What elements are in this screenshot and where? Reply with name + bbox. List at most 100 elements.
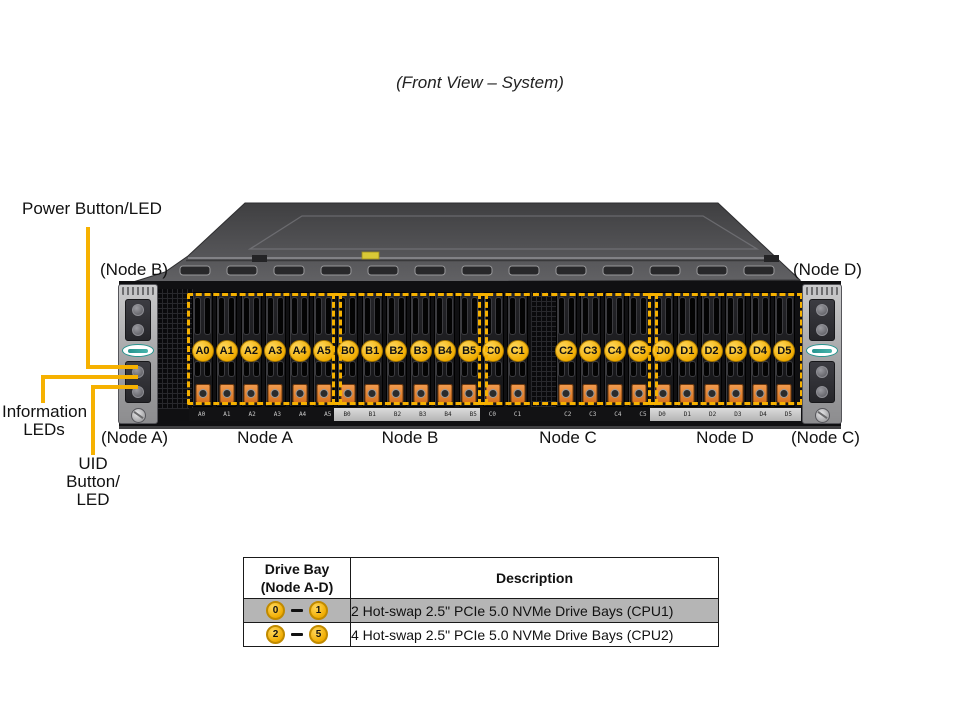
uid-button-label: UID Button/ LED (66, 454, 120, 509)
bay-label-B3: B3 (409, 340, 432, 362)
carrier-vent-slots (460, 297, 479, 335)
strip-bay-label: B3 (419, 411, 427, 418)
strip-bay-label: B4 (444, 411, 452, 418)
drive-carrier-C4: C4 (603, 292, 626, 407)
strip-bay-label: B1 (368, 411, 376, 418)
drive-carrier-D1: D1 (676, 292, 699, 407)
bay-label-B5: B5 (458, 340, 481, 362)
bay-label-C4: C4 (603, 340, 626, 362)
group-box-node-d (647, 293, 803, 405)
bay-label-C5: C5 (627, 340, 650, 362)
bay-label-C3: C3 (579, 340, 602, 362)
node-label-node-b: Node B (381, 428, 439, 447)
bay-label-A3: A3 (264, 340, 287, 362)
bay-label-C2: C2 (555, 340, 578, 362)
drive-carrier-A2: A2 (240, 292, 262, 407)
information-callout-line (41, 375, 138, 379)
power-callout-line (86, 365, 138, 369)
brand-logo (122, 344, 154, 357)
carrier-vent-slots (702, 297, 721, 335)
bay-label-A2: A2 (240, 340, 262, 362)
carrier-vent-slots (726, 297, 745, 335)
carrier-vent-slots (387, 361, 406, 377)
carrier-vent-slots (775, 297, 794, 335)
drive-carrier-C5: C5 (627, 292, 650, 407)
bay-label-D3: D3 (724, 340, 747, 362)
carrier-vent-slots (363, 297, 382, 335)
bay-label-D5: D5 (773, 340, 796, 362)
bay-label-A1: A1 (215, 340, 238, 362)
strip-bay-label: D4 (759, 411, 767, 418)
strip-bay-label: C4 (614, 411, 622, 418)
bay-label-D1: D1 (676, 340, 699, 362)
bay-label-B4: B4 (433, 340, 456, 362)
figure-title: (Front View – System) (396, 73, 564, 92)
warning-label-icon (361, 251, 380, 260)
drive-carrier-B3: B3 (409, 292, 432, 407)
carrier-vent-slots (290, 361, 309, 377)
bay-number-badge: 5 (309, 625, 328, 644)
carrier-vent-slots (751, 361, 770, 377)
drive-carrier-C1: C1 (506, 292, 529, 407)
strip-bay-label: D1 (683, 411, 692, 418)
bay-label-B2: B2 (385, 340, 408, 362)
bay-number-badge: 2 (266, 625, 285, 644)
carrier-vent-slots (290, 297, 309, 335)
carrier-vent-slots (629, 297, 648, 335)
strip-bay-label: B2 (393, 411, 402, 418)
right-rack-ear (802, 284, 842, 424)
information-callout-line (41, 375, 45, 403)
power-button-icon (132, 304, 144, 316)
left-rack-ear (118, 284, 158, 424)
carrier-vent-slots (314, 361, 333, 377)
carrier-vent-slots (508, 361, 527, 377)
drive-carrier-B4: B4 (433, 292, 456, 407)
carrier-vent-slots (435, 361, 454, 377)
uid-callout-line (91, 385, 138, 389)
carrier-vent-slots (605, 297, 624, 335)
node-b-corner-label: (Node B) (100, 260, 169, 279)
strip-bay-label: C5 (639, 411, 647, 418)
brand-logo (806, 344, 838, 357)
carrier-vent-slots (557, 297, 576, 335)
carrier-vent-slots (217, 297, 236, 335)
chassis-top-surface (121, 202, 803, 286)
carrier-vent-slots (387, 297, 406, 335)
range-dash-icon (291, 632, 303, 637)
carrier-vent-slots (363, 361, 382, 377)
thumbscrew-icon (130, 408, 146, 423)
strip-bay-label: D2 (709, 411, 717, 418)
uid-button-icon (816, 324, 828, 336)
strip-bay-label: A0 (198, 411, 206, 418)
drive-carrier-A3: A3 (264, 292, 287, 407)
strip-bay-label: B5 (469, 411, 477, 418)
bay-label-B1: B1 (361, 340, 384, 362)
description-cell: 2 Hot-swap 2.5" PCIe 5.0 NVMe Drive Bays… (350, 598, 719, 623)
node-label-node-d: Node D (696, 428, 754, 447)
carrier-vent-slots (702, 361, 721, 377)
table-header-description: Description (350, 557, 719, 599)
description-cell: 4 Hot-swap 2.5" PCIe 5.0 NVMe Drive Bays… (350, 622, 719, 647)
empty-bay-blank (531, 292, 557, 407)
drive-carrier-B1: B1 (361, 292, 384, 407)
carrier-vent-slots (678, 297, 697, 335)
carrier-vent-slots (581, 297, 600, 335)
drive-carrier-D2: D2 (700, 292, 723, 407)
strip-bay-label: A5 (324, 411, 332, 418)
uid-button-icon (132, 386, 144, 398)
node-d-corner-label: (Node D) (793, 260, 862, 279)
strip-bay-label: C0 (488, 411, 497, 418)
left-ear-top-control-panel (125, 299, 151, 341)
drive-carrier-C2: C2 (555, 292, 578, 407)
strip-bay-label: D5 (784, 411, 792, 418)
strip-bay-label: A2 (248, 411, 256, 418)
uid-button-icon (132, 324, 144, 336)
right-ear-bottom-control-panel (809, 361, 835, 403)
carrier-vent-slots (629, 361, 648, 377)
strip-bay-label: A1 (223, 411, 231, 418)
drive-carrier-D4: D4 (749, 292, 771, 407)
drive-carrier-D0: D0 (652, 292, 675, 407)
